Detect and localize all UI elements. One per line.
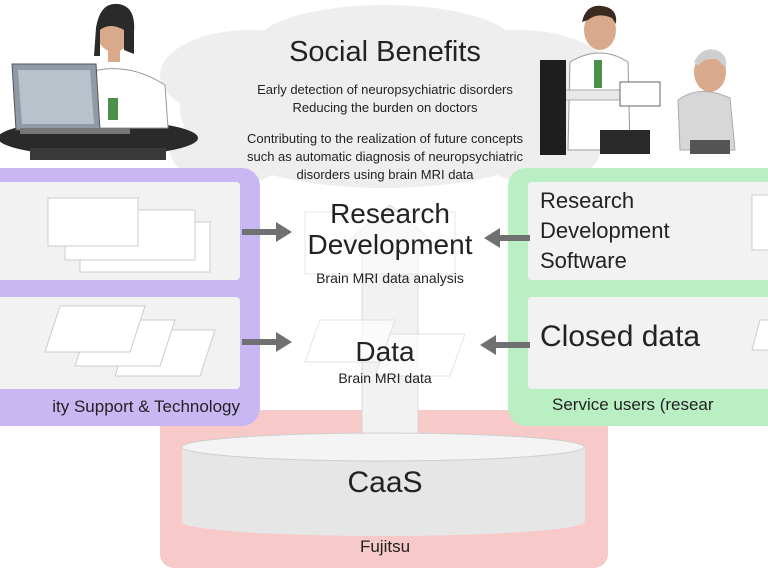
right-doc-icon: [751, 194, 768, 251]
caas-cylinder: [181, 432, 585, 536]
right-sheet-icon: [751, 319, 768, 351]
arrow-right-to-data: [480, 335, 530, 355]
rds-line-2: Development: [540, 218, 670, 243]
data-subtitle: Brain MRI data: [338, 370, 432, 386]
social-benefits-cloud: [160, 5, 610, 188]
fujitsu-label: Fujitsu: [359, 537, 411, 556]
social-benefit-line-4: such as automatic diagnosis of neuropsyc…: [246, 149, 524, 164]
arrow-right-to-rd: [484, 228, 530, 248]
document-stack-icon: [47, 197, 211, 273]
rds-line-1: Research: [540, 188, 635, 213]
rds-line-3: Software: [540, 248, 627, 273]
research-development-subtitle: Brain MRI data analysis: [316, 270, 464, 286]
data-title: Data: [355, 336, 415, 367]
center-doc-icons: [304, 211, 466, 377]
rd-title-line-2: Development: [307, 229, 473, 260]
doctor-at-computer-icon: [0, 3, 198, 160]
closed-data-label: Closed data: [540, 320, 701, 353]
social-benefit-line-2: Reducing the burden on doctors: [292, 100, 478, 115]
arrow-left-to-data: [242, 332, 292, 352]
left-box-label: ity Support & Technology: [52, 397, 240, 416]
data-sheets-icon: [44, 305, 216, 377]
right-panel-top: [528, 182, 768, 280]
research-development-software: Research Development Software: [540, 186, 760, 276]
right-panel-bottom: [528, 297, 768, 389]
caas-label: CaaS: [347, 466, 423, 499]
rd-title-line-1: Research: [330, 198, 450, 229]
social-benefits-title: Social Benefits: [289, 36, 481, 68]
arrow-left-to-rd: [242, 222, 292, 242]
social-benefit-line-1: Early detection of neuropsychiatric diso…: [257, 82, 513, 97]
social-benefit-line-5: disorders using brain MRI data: [296, 167, 474, 182]
research-development-title: Research Development: [265, 198, 515, 260]
social-benefit-line-3: Contributing to the realization of futur…: [246, 131, 524, 146]
right-box-label: Service users (resear: [552, 395, 714, 414]
doctor-with-patient-icon: [540, 5, 736, 155]
